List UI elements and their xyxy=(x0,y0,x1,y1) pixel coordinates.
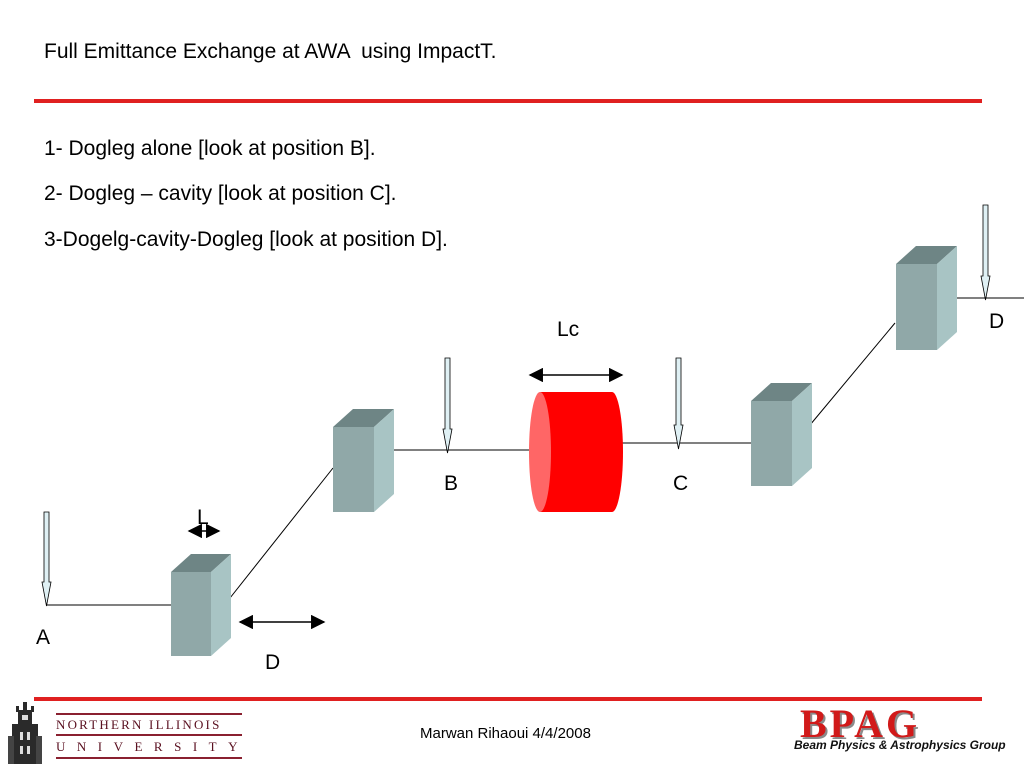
beamline xyxy=(47,297,1024,606)
list-item-1: 1- Dogleg alone [look at position B]. xyxy=(44,137,376,160)
magnet-front-face xyxy=(333,427,374,512)
magnet-front-face xyxy=(171,572,211,656)
magnet-top-face xyxy=(333,409,394,427)
marker-arrow-b xyxy=(442,357,453,454)
bpag-subtitle: Beam Physics & Astrophysics Group xyxy=(794,738,1006,752)
marker-arrow-c xyxy=(673,357,684,450)
niu-logo-rule-top xyxy=(56,713,242,715)
label-a: A xyxy=(36,626,50,649)
magnet-side-face xyxy=(792,383,812,486)
label-b: B xyxy=(444,472,458,495)
slide-title: Full Emittance Exchange at AWA using Imp… xyxy=(44,40,497,63)
niu-tower-icon xyxy=(8,702,42,764)
dipole-magnet-3 xyxy=(751,383,812,486)
label-l: L xyxy=(197,506,209,529)
niu-logo-rule-middle xyxy=(56,734,242,736)
footer-author-date: Marwan Rihaoui 4/4/2008 xyxy=(420,725,591,742)
label-d-position: D xyxy=(989,310,1004,333)
marker-arrow-a xyxy=(41,511,52,607)
magnet-top-face xyxy=(751,383,812,401)
bottom-divider xyxy=(34,697,982,701)
deflecting-cavity xyxy=(529,392,623,512)
niu-logo-rule-bottom xyxy=(56,757,242,759)
magnet-front-face xyxy=(896,264,937,350)
magnet-side-face xyxy=(937,246,957,350)
list-item-2: 2- Dogleg – cavity [look at position C]. xyxy=(44,182,397,205)
niu-logo-line-1: NORTHERN ILLINOIS xyxy=(56,717,222,732)
magnet-side-face xyxy=(211,554,231,656)
label-d-distance: D xyxy=(265,651,280,674)
magnet-side-face xyxy=(374,409,394,512)
marker-arrow-d xyxy=(980,204,991,301)
top-divider xyxy=(34,99,982,103)
dipole-magnet-1 xyxy=(171,554,231,656)
label-lc: Lc xyxy=(557,318,579,341)
cavity-body xyxy=(540,392,623,512)
niu-logo-line-2: UNIVERSITY xyxy=(56,739,249,754)
label-c: C xyxy=(673,472,688,495)
cavity-entrance-face xyxy=(529,392,551,512)
dipole-magnet-2 xyxy=(333,409,394,512)
magnet-top-face xyxy=(896,246,957,264)
bpag-logo: BPAG xyxy=(800,701,921,746)
dipole-magnet-4 xyxy=(896,246,957,350)
list-item-3: 3-Dogelg-cavity-Dogleg [look at position… xyxy=(44,228,448,251)
magnet-front-face xyxy=(751,401,792,486)
